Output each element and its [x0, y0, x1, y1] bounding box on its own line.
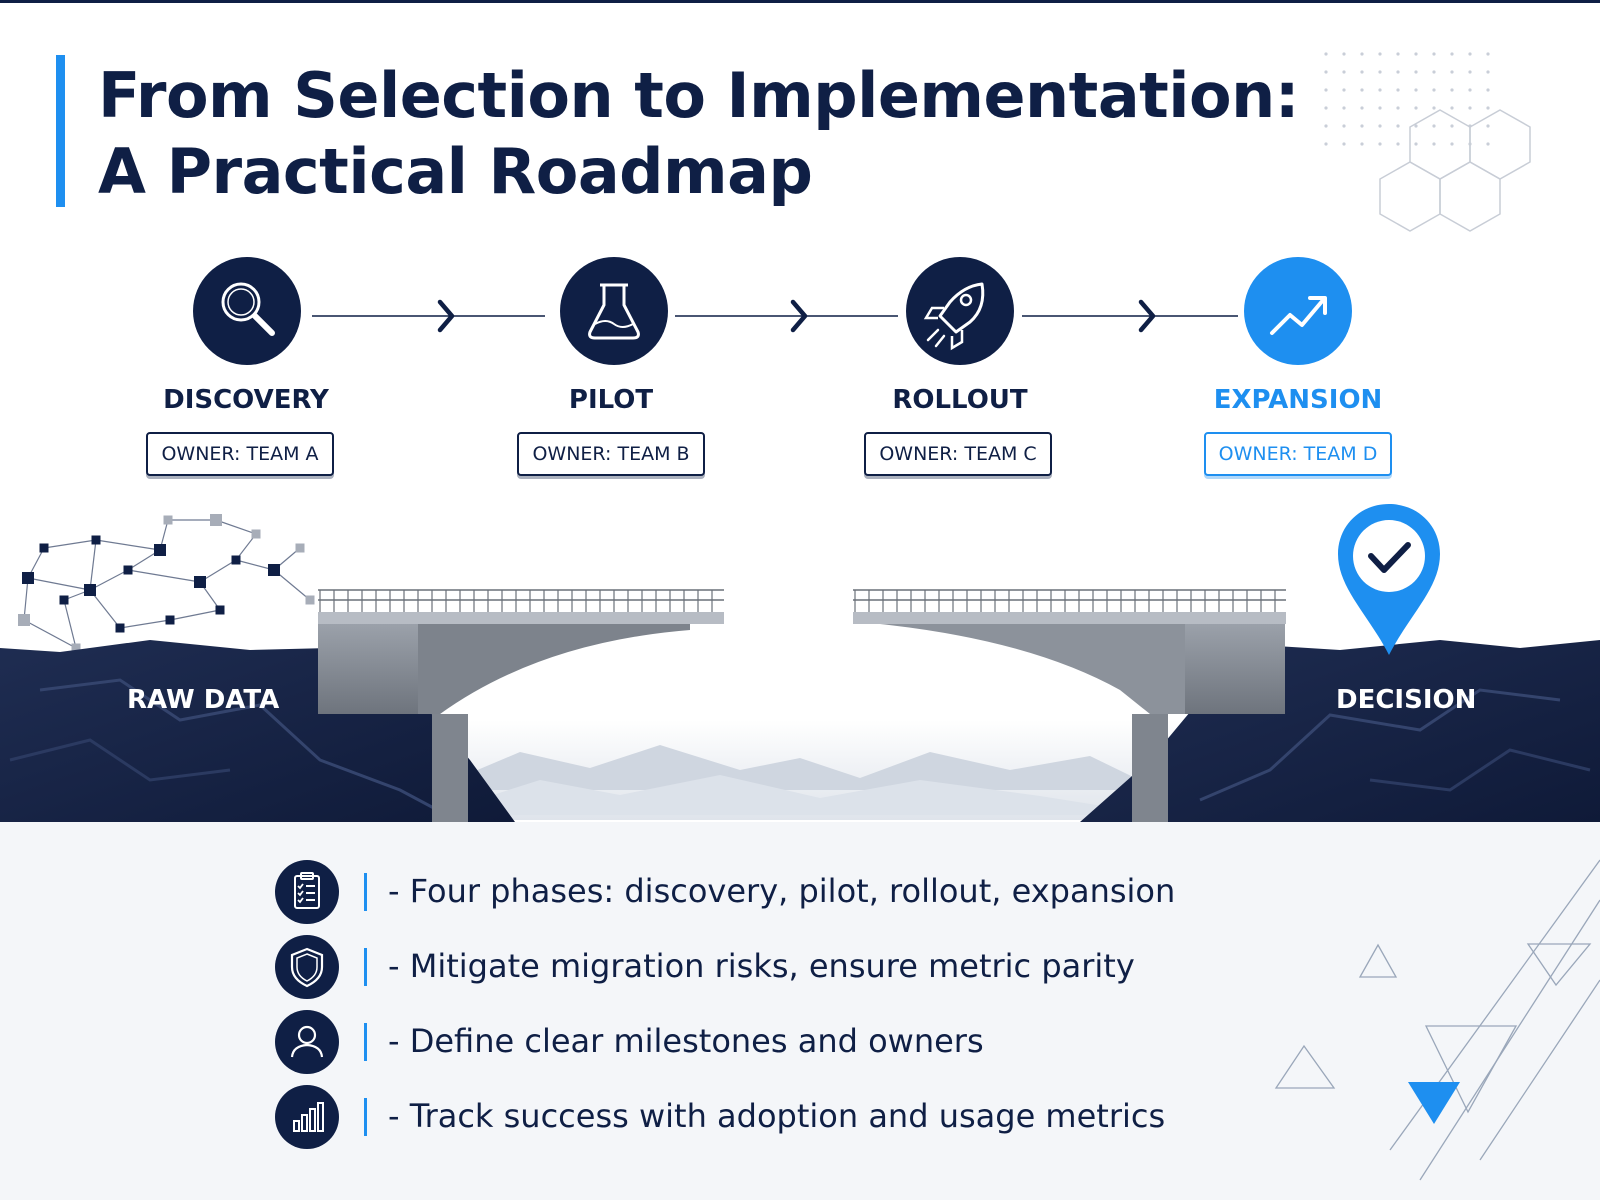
flask-icon — [560, 257, 668, 365]
blue-triangle-icon — [1408, 1082, 1460, 1124]
summary-panel — [0, 822, 1600, 1200]
bar-chart-icon — [275, 1085, 339, 1149]
phase-label-rollout: ROLLOUT — [892, 385, 1028, 415]
shield-icon — [275, 935, 339, 999]
bullet-item-1: - Four phases: discovery, pilot, rollout… — [0, 860, 1600, 930]
bullet-text-2: - Mitigate migration risks, ensure metri… — [388, 947, 1135, 985]
bullet-item-3: - Define clear milestones and owners — [0, 1010, 1600, 1080]
bullet-separator — [364, 1023, 367, 1061]
owner-badge-team-c: OWNER: TEAM C — [864, 432, 1052, 476]
page-title: From Selection to Implementation: A Prac… — [98, 58, 1300, 210]
title-line-2: A Practical Roadmap — [98, 135, 813, 208]
rocket-icon — [906, 257, 1014, 365]
magnifier-icon — [193, 257, 301, 365]
phase-label-expansion: EXPANSION — [1213, 385, 1383, 415]
bridge-scene — [0, 504, 1600, 824]
phase-label-pilot: PILOT — [568, 385, 654, 415]
title-accent-bar — [56, 55, 65, 207]
bridge-right-half-icon — [853, 589, 1286, 824]
bridge-left-half-icon — [318, 589, 724, 824]
raw-data-label: RAW DATA — [127, 685, 280, 715]
top-border — [0, 0, 1600, 3]
bullet-separator — [364, 873, 367, 911]
bullet-item-4: - Track success with adoption and usage … — [0, 1085, 1600, 1155]
bullet-separator — [364, 948, 367, 986]
check-pin-icon — [1338, 504, 1440, 655]
bullet-item-2: - Mitigate migration risks, ensure metri… — [0, 935, 1600, 1005]
arrow-chevron-3-icon — [1138, 299, 1156, 333]
decision-label: DECISION — [1336, 685, 1477, 715]
trend-up-icon — [1244, 257, 1352, 365]
owner-badge-team-b: OWNER: TEAM B — [517, 432, 705, 476]
arrow-chevron-1-icon — [437, 299, 455, 333]
title-line-1: From Selection to Implementation: — [98, 59, 1300, 132]
raw-data-network-icon — [18, 514, 315, 653]
phase-label-discovery: DISCOVERY — [163, 385, 329, 415]
bullet-separator — [364, 1098, 367, 1136]
person-icon — [275, 1010, 339, 1074]
bullet-text-1: - Four phases: discovery, pilot, rollout… — [388, 872, 1176, 910]
owner-badge-team-d: OWNER: TEAM D — [1204, 432, 1392, 476]
arrow-chevron-2-icon — [790, 299, 808, 333]
bullet-text-4: - Track success with adoption and usage … — [388, 1097, 1166, 1135]
phase-timeline — [193, 257, 1352, 365]
bullet-text-3: - Define clear milestones and owners — [388, 1022, 984, 1060]
owner-badge-team-a: OWNER: TEAM A — [146, 432, 334, 476]
hexagon-pattern-icon — [1379, 109, 1531, 232]
clipboard-checklist-icon — [275, 860, 339, 924]
